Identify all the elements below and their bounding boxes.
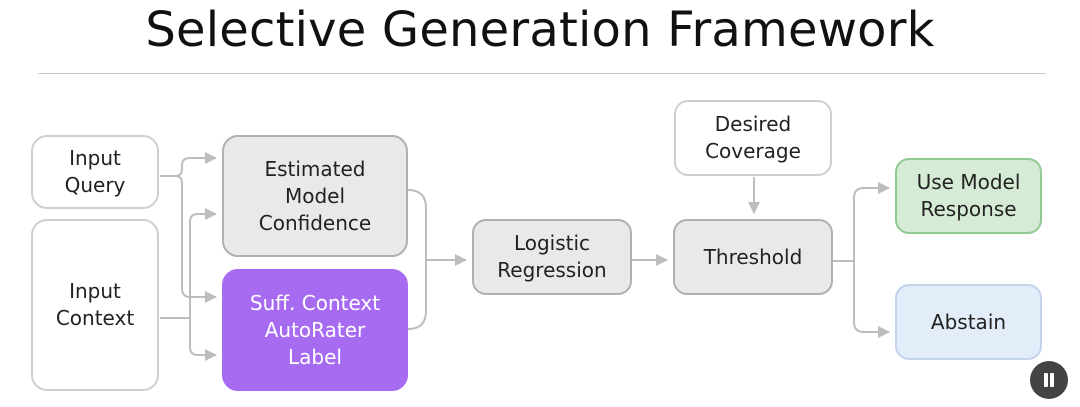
logistic-regression-label: Logistic Regression: [497, 231, 607, 282]
suff-context-label-node: Suff. Context AutoRater Label: [222, 269, 408, 391]
abstain-node: Abstain: [895, 284, 1042, 360]
input-context-node: Input Context: [31, 219, 159, 391]
arrow-to-use-response: [853, 182, 890, 261]
input-context-label: Input Context: [55, 279, 135, 330]
use-model-response-node: Use Model Response: [895, 158, 1042, 234]
arrow-query-to-confidence: [175, 152, 217, 177]
estimated-confidence-label: Estimated Model Confidence: [258, 156, 372, 235]
title-divider: [38, 73, 1046, 74]
arrow-to-abstain: [853, 261, 890, 338]
desired-coverage-node: Desired Coverage: [674, 100, 832, 176]
arrow-confidence-merge: [407, 189, 427, 330]
use-model-response-label: Use Model Response: [916, 170, 1021, 221]
slide-title: Selective Generation Framework: [145, 2, 935, 58]
logistic-regression-node: Logistic Regression: [472, 219, 632, 295]
suff-context-label-text: Suff. Context AutoRater Label: [249, 290, 381, 369]
estimated-confidence-node: Estimated Model Confidence: [222, 135, 408, 257]
arrow-context-to-confidence: [189, 208, 217, 318]
input-query-label: Input Query: [64, 146, 126, 197]
desired-coverage-label: Desired Coverage: [705, 112, 801, 163]
abstain-label: Abstain: [930, 309, 1007, 334]
input-query-node: Input Query: [31, 135, 159, 209]
threshold-node: Threshold: [673, 219, 833, 295]
threshold-label: Threshold: [703, 244, 803, 269]
arrow-query-trunk: [160, 175, 217, 303]
pause-icon[interactable]: [1030, 361, 1068, 399]
arrow-context-to-label: [189, 318, 217, 361]
